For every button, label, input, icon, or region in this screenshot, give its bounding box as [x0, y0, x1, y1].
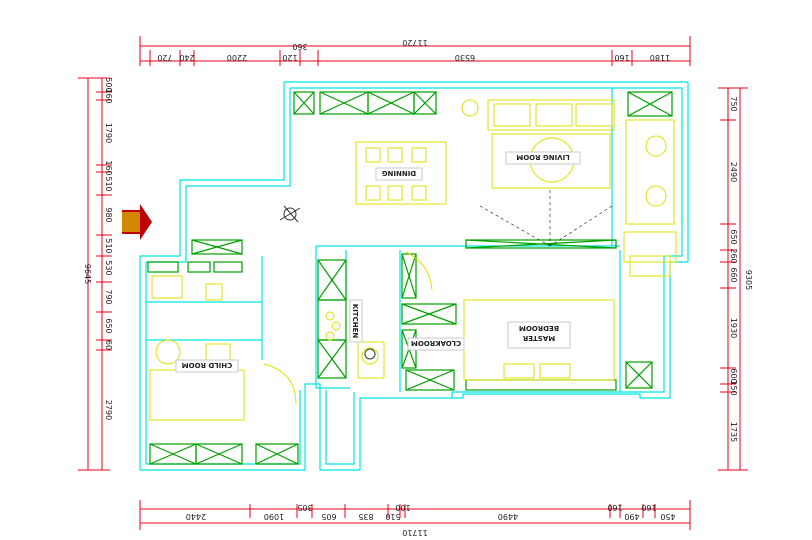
left-dimension: 160 — [104, 160, 113, 175]
top-dimension: 360 — [292, 42, 307, 51]
bottom-dimension: 160 — [607, 503, 622, 512]
room-labels: LIVING ROOM DINNING KITCHEN MASTER BEDRO… — [175, 151, 581, 373]
svg-text:BEDROOM: BEDROOM — [519, 324, 559, 332]
dimension-lines — [78, 36, 748, 530]
room-label-cloakroom: CLOAKROOM — [407, 337, 465, 351]
left-dimension: 1790 — [104, 123, 113, 143]
top-total-dimension: 11720 — [402, 38, 427, 47]
top-dimension: 240 — [179, 53, 194, 62]
person-icon — [279, 205, 376, 360]
svg-text:CLOAKROOM: CLOAKROOM — [411, 339, 461, 347]
left-dimension: 2790 — [104, 400, 113, 420]
left-dimension: 980 — [104, 207, 113, 222]
walls — [139, 81, 689, 471]
bottom-dimension: 305 — [297, 503, 312, 512]
ceiling-light-lines — [479, 190, 613, 247]
left-total-dimension: 9645 — [83, 264, 92, 284]
top-dimension: 2200 — [227, 53, 247, 62]
right-dimension: 260 — [729, 248, 738, 263]
furniture — [147, 91, 673, 465]
bottom-dimension: 450 — [660, 512, 675, 521]
fixtures — [149, 99, 677, 421]
left-dimension: 510 — [104, 238, 113, 253]
left-dimension: 60 — [104, 340, 113, 350]
top-dimension: 120 — [282, 53, 297, 62]
top-dimension: 160 — [614, 53, 629, 62]
left-dimension: 650 — [104, 318, 113, 333]
bottom-dimension: 160 — [641, 503, 656, 512]
bottom-dimension: 100 — [395, 503, 410, 512]
bottom-dimension: 605 — [321, 512, 336, 521]
room-label-dinning: DINNING — [375, 167, 423, 181]
right-dimension: 650 — [729, 229, 738, 244]
svg-text:LIVING ROOM: LIVING ROOM — [516, 153, 569, 161]
svg-text:KITCHEN: KITCHEN — [351, 304, 359, 339]
left-dimension: 530 — [104, 260, 113, 275]
room-label-living-room: LIVING ROOM — [505, 151, 581, 165]
right-dimension: 600 — [729, 368, 738, 383]
svg-text:MASTER: MASTER — [522, 334, 555, 342]
left-dimension: 500 — [104, 77, 113, 92]
bottom-dimension: 1090 — [264, 512, 284, 521]
left-dimension: 510 — [104, 176, 113, 191]
top-dimension: 1180 — [650, 53, 670, 62]
right-dimension: 1735 — [729, 422, 738, 442]
right-dimension: 750 — [729, 96, 738, 111]
top-dimension: 720 — [157, 53, 172, 62]
dimension-labels: 11720 720 240 2200 120 360 6530 160 1180… — [83, 38, 753, 537]
left-dimension: 160 — [104, 88, 113, 103]
bottom-dimension: 490 — [624, 512, 639, 521]
right-dimension: 660 — [729, 267, 738, 282]
top-dimension: 6530 — [455, 53, 475, 62]
right-dimension: 1930 — [729, 318, 738, 338]
right-dimension: 150 — [729, 380, 738, 395]
room-label-kitchen: KITCHEN — [349, 299, 363, 343]
room-label-master-bedroom: MASTER BEDROOM — [507, 321, 571, 349]
bottom-dimension: 835 — [358, 512, 373, 521]
svg-text:DINNING: DINNING — [382, 169, 417, 177]
left-dimension: 790 — [104, 289, 113, 304]
svg-text:CHILD ROOM: CHILD ROOM — [182, 361, 233, 369]
bottom-dimension: 2440 — [186, 512, 206, 521]
right-total-dimension: 9305 — [744, 270, 753, 290]
bottom-total-dimension: 11710 — [402, 528, 427, 537]
entry-arrow — [122, 204, 152, 240]
room-label-child-room: CHILD ROOM — [175, 359, 239, 373]
bottom-dimension: 510 — [385, 512, 400, 521]
right-dimension: 2490 — [729, 162, 738, 182]
bottom-dimension: 4490 — [498, 512, 518, 521]
